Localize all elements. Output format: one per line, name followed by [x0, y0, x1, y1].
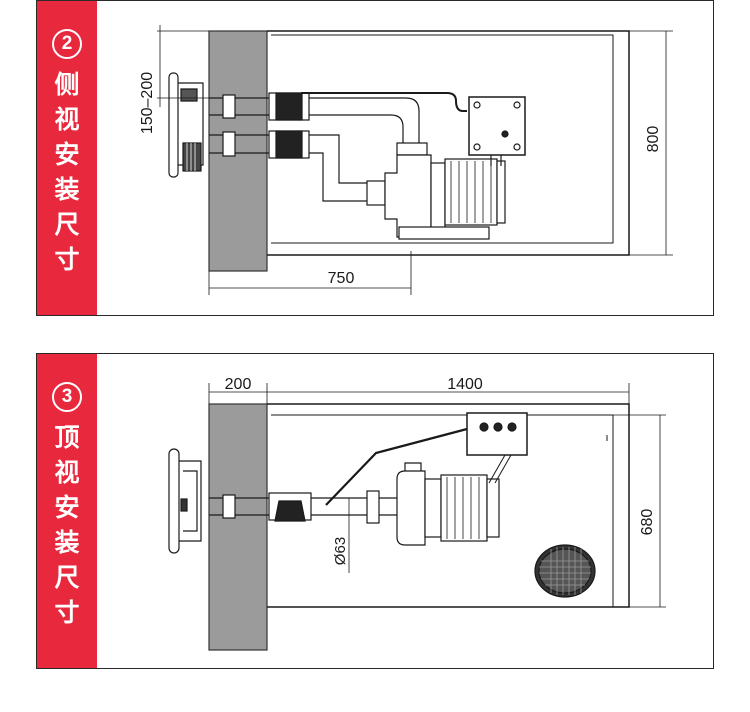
dim-height-label: 800 — [645, 126, 662, 153]
dim-width-label: 680 — [639, 509, 656, 536]
pool-wall — [208, 30, 268, 272]
title-char: 视 — [54, 105, 80, 134]
dim-length — [267, 383, 630, 404]
side-view-panel: 2 侧 视 安 装 尺 寸 — [36, 0, 714, 316]
jet-nozzle — [168, 72, 204, 178]
top-view-number: 3 — [52, 382, 82, 412]
dim-depth — [157, 25, 209, 107]
equipment-room-outline — [267, 30, 630, 256]
side-view-drawing: 150–200 800 750 — [139, 25, 673, 295]
dim-height — [629, 30, 673, 256]
dim-depth-label: 150–200 — [139, 72, 156, 134]
equipment-room-outline — [267, 403, 630, 608]
dim-length-label: 750 — [328, 270, 355, 287]
title-char: 安 — [54, 140, 80, 169]
dim-wall — [208, 383, 268, 404]
title-char: 装 — [54, 528, 80, 557]
pump — [384, 142, 506, 240]
drain-grate — [534, 544, 596, 598]
top-view-drawing: 200 1400 680 Ø63 — [168, 376, 666, 651]
title-char: 装 — [54, 175, 80, 204]
title-char: 寸 — [54, 598, 80, 627]
title-char: 顶 — [54, 423, 80, 452]
dim-pipe-label: Ø63 — [332, 537, 349, 565]
title-char: 尺 — [54, 210, 80, 239]
control-box — [301, 92, 526, 166]
dim-wall-label: 200 — [225, 376, 252, 393]
upper-pipe — [209, 92, 420, 149]
lower-pipe — [209, 130, 386, 206]
title-char: 安 — [54, 493, 80, 522]
side-view-tab: 2 侧 视 安 装 尺 寸 — [37, 1, 97, 315]
top-view-panel: 3 顶 视 安 装 尺 寸 — [36, 353, 714, 669]
dim-width — [613, 414, 666, 608]
dim-length — [208, 251, 412, 295]
top-view-tab: 3 顶 视 安 装 尺 寸 — [37, 354, 97, 668]
title-char: 尺 — [54, 563, 80, 592]
control-box — [325, 412, 528, 506]
dim-pipe — [345, 497, 353, 573]
side-view-number: 2 — [52, 29, 82, 59]
title-char: 侧 — [54, 70, 80, 99]
pump — [396, 462, 500, 546]
title-char: 寸 — [54, 245, 80, 274]
jet-nozzle — [168, 448, 202, 554]
pool-wall — [208, 403, 268, 651]
dim-length-label: 1400 — [447, 376, 483, 393]
equipment-room-inner — [271, 34, 614, 244]
title-char: 视 — [54, 458, 80, 487]
